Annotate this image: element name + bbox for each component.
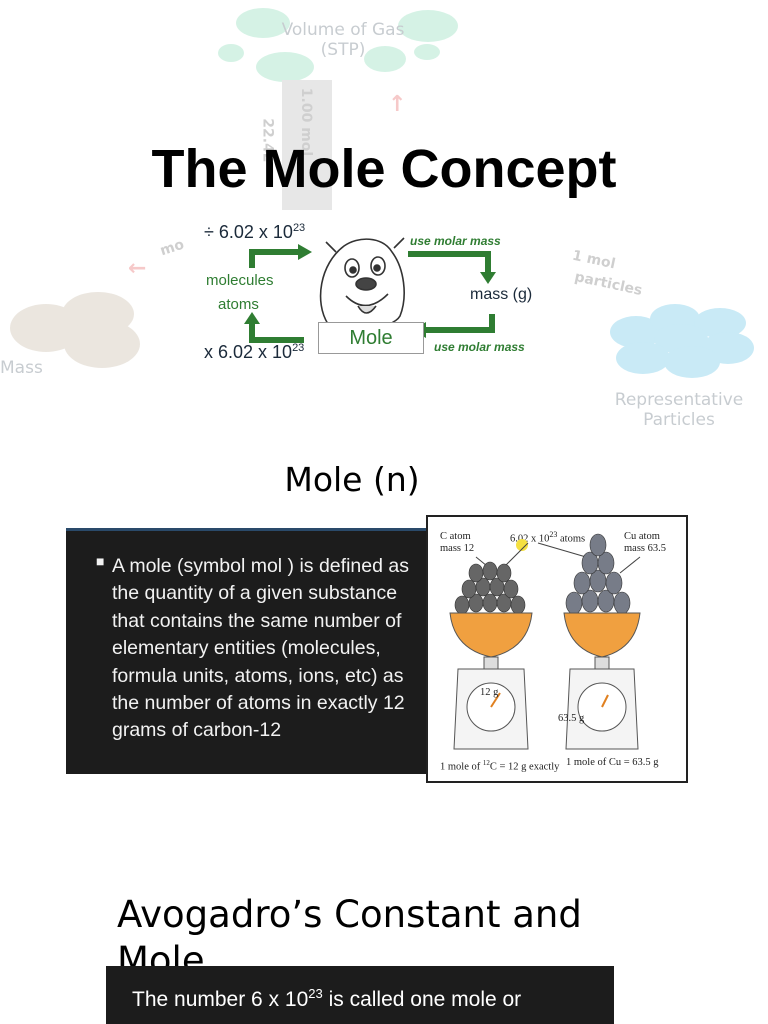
scale-illustration bbox=[449, 533, 641, 750]
rot-label-particles: particles bbox=[573, 269, 644, 299]
particle-blob bbox=[616, 342, 670, 374]
carbon-caption: 1 mole of 12C = 12 g exactly bbox=[440, 759, 560, 773]
arrow-head-icon bbox=[244, 312, 260, 324]
avogadro-atoms-label: 6.02 x 1023 atoms bbox=[510, 530, 586, 545]
particle-blob bbox=[664, 346, 720, 378]
carbon-reading: 12 g bbox=[480, 687, 499, 698]
arrow-top-right bbox=[408, 251, 491, 274]
c-atom-label: C atom mass 12 bbox=[440, 531, 475, 554]
copper-caption: 1 mole of Cu = 63.5 g bbox=[566, 757, 659, 768]
particle-blob bbox=[610, 316, 662, 348]
mole-n-heading: Mole (n) bbox=[284, 460, 420, 499]
cu-atom-label: Cu atom mass 63.5 bbox=[624, 531, 666, 554]
arrow-head-icon bbox=[298, 244, 312, 260]
particle-blob bbox=[694, 308, 746, 338]
mole-scale-figure: C atom mass 12 6.02 x 1023 atoms Cu atom… bbox=[426, 515, 688, 783]
volume-label: Volume of Gas (STP) bbox=[281, 20, 405, 61]
page-title: The Mole Concept bbox=[151, 139, 617, 199]
highlight-dot-icon bbox=[516, 539, 528, 551]
mole-cartoon-icon bbox=[319, 237, 405, 331]
copper-atom-pile-icon bbox=[565, 533, 631, 615]
multiply-avogadro-label: x 6.02 x 1023 bbox=[204, 342, 305, 362]
gas-arrow-shaft bbox=[282, 80, 332, 210]
arrow-head-icon bbox=[480, 272, 496, 284]
carbon-bowl-icon bbox=[449, 612, 533, 658]
particle-blob bbox=[702, 332, 754, 364]
mass-label: Mass bbox=[0, 358, 43, 378]
mass-blob bbox=[62, 292, 134, 336]
use-molar-mass-top: use molar mass bbox=[410, 234, 501, 248]
arrow-top-left bbox=[249, 249, 298, 268]
gas-bubble bbox=[364, 46, 406, 72]
arrow-bottom-right bbox=[426, 314, 495, 333]
mole-conversion-diagram: ÷ 6.02 x 1023 molecules atoms x 6.02 x 1… bbox=[186, 212, 570, 370]
particle-blob bbox=[650, 304, 700, 334]
rot-label-mo: mo bbox=[158, 236, 187, 260]
arrow-up-icon: ↑ bbox=[388, 92, 407, 117]
gas-bubble bbox=[218, 44, 244, 62]
particle-blob bbox=[654, 324, 708, 354]
mass-blob bbox=[64, 320, 140, 368]
conversion-arrows bbox=[244, 237, 496, 343]
mass-label: mass (g) bbox=[470, 286, 533, 303]
arrow-left-icon: ← bbox=[128, 256, 147, 281]
gas-bubble bbox=[256, 52, 314, 82]
avogadro-definition-box: The number 6 x 1023 is called one mole o… bbox=[106, 966, 614, 1024]
mass-blob bbox=[10, 304, 82, 352]
use-molar-mass-bottom: use molar mass bbox=[434, 340, 525, 354]
copper-reading: 63.5 g bbox=[558, 713, 585, 724]
particles-label: Representative Particles bbox=[614, 390, 744, 431]
gas-bubble bbox=[236, 8, 290, 38]
arrow-bottom-left bbox=[249, 324, 304, 343]
mole-label: Mole bbox=[318, 322, 424, 354]
slide1-background: Volume of Gas (STP) 22.4L 1.00 mol ↑ mo … bbox=[0, 0, 768, 440]
gas-bubble bbox=[398, 10, 458, 42]
mole-definition-text: A mole (symbol mol ) is defined as the q… bbox=[112, 555, 409, 742]
atoms-label: atoms bbox=[218, 296, 259, 313]
carbon-atom-pile-icon bbox=[454, 561, 526, 615]
bullet-icon: ■ bbox=[96, 553, 105, 569]
molecules-label: molecules bbox=[206, 272, 274, 289]
divide-avogadro-label: ÷ 6.02 x 1023 bbox=[204, 222, 306, 242]
mole-definition-board: ■ A mole (symbol mol ) is defined as the… bbox=[66, 528, 428, 774]
copper-bowl-icon bbox=[563, 612, 641, 658]
gas-bubble bbox=[414, 44, 440, 60]
